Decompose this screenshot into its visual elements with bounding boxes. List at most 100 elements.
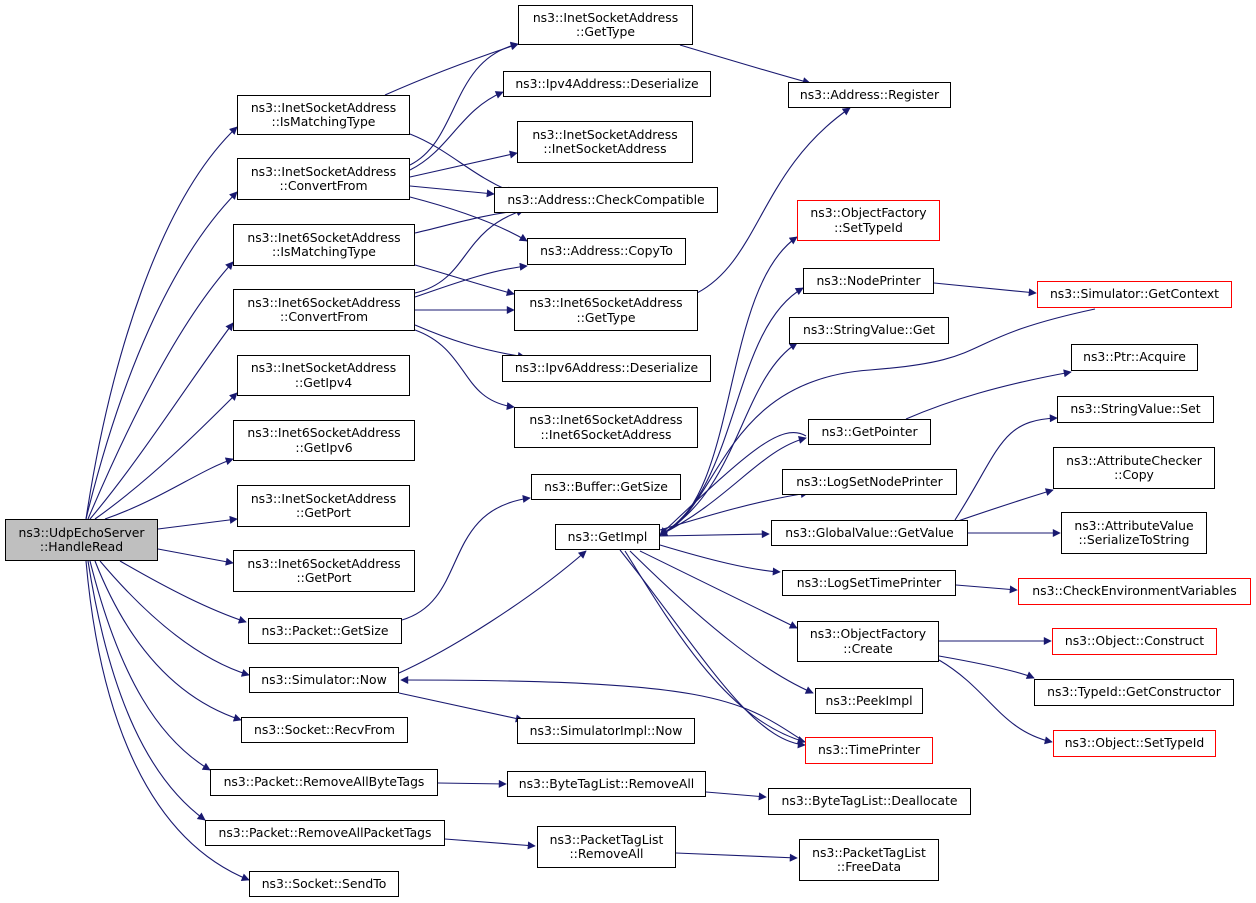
edge-simnow-simimplnow [398, 692, 524, 723]
edge-inet6-gettype-register [696, 107, 851, 294]
node-inetsocketaddress-gettype[interactable]: ns3::InetSocketAddress ::GetType [518, 5, 693, 45]
edge-getcontext-getimpl [659, 308, 1096, 536]
node-address-copyto[interactable]: ns3::Address::CopyTo [527, 238, 686, 265]
edge-inet6-convert-inet6ctor [414, 329, 515, 411]
node-checkenvironmentvariables[interactable]: ns3::CheckEnvironmentVariables [1018, 578, 1251, 605]
node-packettaglist-removeall[interactable]: ns3::PacketTagList ::RemoveAll [537, 826, 676, 868]
edge-getimpl-logsetnodeprinter [659, 490, 809, 531]
edge-handleread-inet-convertfrom [85, 191, 238, 520]
edge-inet6-convert-ipv6deser [414, 324, 526, 360]
edge-handleread-inet6-convertfrom [89, 322, 234, 520]
node-inetsocketaddress-getipv4[interactable]: ns3::InetSocketAddress ::GetIpv4 [237, 355, 410, 396]
node-timeprinter[interactable]: ns3::TimePrinter [805, 737, 933, 764]
node-logsettimeprinter[interactable]: ns3::LogSetTimePrinter [782, 570, 956, 596]
node-getimpl[interactable]: ns3::GetImpl [555, 524, 660, 550]
node-buffer-getsize[interactable]: ns3::Buffer::GetSize [531, 474, 681, 500]
node-object-settypeid[interactable]: ns3::Object::SetTypeId [1053, 730, 1216, 757]
edge-rmpackettags-pkttag-rmall [444, 838, 536, 850]
node-socket-recvfrom[interactable]: ns3::Socket::RecvFrom [241, 717, 408, 743]
node-stringvalue-get[interactable]: ns3::StringValue::Get [789, 317, 949, 344]
node-ipv6address-deserialize[interactable]: ns3::Ipv6Address::Deserialize [502, 355, 711, 382]
node-inetsocketaddress-getport[interactable]: ns3::InetSocketAddress ::GetPort [237, 485, 410, 527]
edge-inet-convert-checkcompat [409, 185, 495, 198]
node-peekimpl[interactable]: ns3::PeekImpl [815, 688, 923, 714]
node-inet6socketaddress-gettype[interactable]: ns3::Inet6SocketAddress ::GetType [514, 290, 698, 331]
edge-inet6-convert-checkcompat [414, 208, 525, 294]
edge-handleread-inet-getport [157, 515, 238, 530]
node-ipv4address-deserialize[interactable]: ns3::Ipv4Address::Deserialize [503, 71, 711, 97]
edge-packet-getsize-buffer-getsize [401, 494, 531, 621]
node-typeid-getconstructor[interactable]: ns3::TypeId::GetConstructor [1034, 679, 1234, 706]
node-inetsocketaddress-convertfrom[interactable]: ns3::InetSocketAddress ::ConvertFrom [237, 158, 410, 200]
node-socket-sendto[interactable]: ns3::Socket::SendTo [249, 871, 399, 897]
node-logsetnodeprinter[interactable]: ns3::LogSetNodePrinter [782, 469, 957, 495]
node-inetsocketaddress-ismatchingtype[interactable]: ns3::InetSocketAddress ::IsMatchingType [237, 95, 410, 135]
node-address-register[interactable]: ns3::Address::Register [788, 82, 951, 108]
edge-globalvalue-stringvalue-set [954, 414, 1058, 521]
node-address-checkcompatible[interactable]: ns3::Address::CheckCompatible [494, 187, 718, 213]
edge-getimpl-logsettimeprinter [659, 544, 781, 576]
edge-inet6-ismatching-checkcompat [414, 206, 525, 234]
node-attributechecker-copy[interactable]: ns3::AttributeChecker ::Copy [1053, 447, 1215, 489]
node-udpechoserver-handleread: ns3::UdpEchoServer ::HandleRead [5, 519, 158, 561]
edge-handleread-inet6-ismatchingtype [87, 261, 234, 520]
edge-nodeprinter-getcontext [933, 282, 1037, 297]
node-packet-removeallpackettags[interactable]: ns3::Packet::RemoveAllPacketTags [205, 820, 445, 846]
edge-getimpl-nodeprinter [659, 287, 804, 536]
edge-inet-convert-gettype [409, 41, 519, 166]
edge-handleread-socket-recvfrom [94, 560, 242, 722]
node-objectfactory-settypeid[interactable]: ns3::ObjectFactory ::SetTypeId [797, 200, 940, 241]
edge-handleread-simulator-now [99, 560, 250, 677]
edge-handleread-inet6-getipv6 [104, 457, 234, 520]
edge-bytetag-rmall-dealloc [705, 791, 767, 801]
node-inet6socketaddress-getipv6[interactable]: ns3::Inet6SocketAddress ::GetIpv6 [233, 420, 415, 461]
node-simulator-getcontext[interactable]: ns3::Simulator::GetContext [1037, 281, 1232, 308]
node-inetsocketaddress-inetsocketaddress[interactable]: ns3::InetSocketAddress ::InetSocketAddre… [517, 121, 693, 163]
node-packet-removeallbytetags[interactable]: ns3::Packet::RemoveAllByteTags [210, 769, 438, 796]
edge-timeprinter-simnow [400, 676, 806, 743]
node-bytetaglist-removeall[interactable]: ns3::ByteTagList::RemoveAll [507, 771, 706, 797]
node-ptr-acquire[interactable]: ns3::Ptr::Acquire [1071, 344, 1198, 371]
node-globalvalue-getvalue[interactable]: ns3::GlobalValue::GetValue [771, 520, 968, 546]
node-objectfactory-create[interactable]: ns3::ObjectFactory ::Create [797, 621, 939, 662]
node-packettaglist-freedata[interactable]: ns3::PacketTagList ::FreeData [799, 839, 939, 881]
node-object-construct[interactable]: ns3::Object::Construct [1052, 628, 1217, 655]
node-bytetaglist-deallocate[interactable]: ns3::ByteTagList::Deallocate [768, 788, 971, 815]
edge-timeprinter-getimpl [619, 549, 806, 749]
edge-rmbytetags-bytetag-rmall [437, 779, 507, 788]
edge-inet-ismatching-checkcompat [409, 133, 515, 194]
edge-handleread-inet-ismatchingtype [85, 126, 238, 520]
edge-getimpl-stringvalue-get [659, 342, 798, 536]
edge-getpointer-ptr-acquire [905, 369, 1072, 420]
node-stringvalue-set[interactable]: ns3::StringValue::Set [1057, 396, 1214, 423]
node-simulator-now[interactable]: ns3::Simulator::Now [249, 667, 399, 693]
node-attributevalue-serializetostring[interactable]: ns3::AttributeValue ::SerializeToString [1061, 512, 1207, 554]
node-inet6socketaddress-inet6socketaddress[interactable]: ns3::Inet6SocketAddress ::Inet6SocketAdd… [514, 407, 698, 448]
node-nodeprinter[interactable]: ns3::NodePrinter [803, 268, 934, 294]
edge-getimpl-getpointer [659, 435, 807, 536]
node-packet-getsize[interactable]: ns3::Packet::GetSize [248, 618, 402, 644]
edge-inet-convert-ipv4deser [409, 91, 504, 171]
edge-handleread-packet-rmbytetags [89, 560, 211, 771]
edge-inet-convert-inetctor [409, 150, 518, 178]
edge-handleread-packet-rmpackettags [87, 560, 206, 821]
node-inet6socketaddress-getport[interactable]: ns3::Inet6SocketAddress ::GetPort [233, 550, 415, 592]
node-inet6socketaddress-convertfrom[interactable]: ns3::Inet6SocketAddress ::ConvertFrom [233, 289, 415, 331]
edge-objfact-create-object-settypeid [938, 659, 1053, 745]
edge-getimpl-timeprinter [624, 550, 806, 744]
node-inet6socketaddress-ismatchingtype[interactable]: ns3::Inet6SocketAddress ::IsMatchingType [233, 224, 415, 266]
edge-handleread-socket-sendto [85, 560, 250, 882]
edge-getpointer-getimpl [659, 431, 807, 536]
edge-simnow-getimpl [398, 550, 587, 674]
edge-getimpl-peekimpl [629, 550, 814, 694]
edge-logsettimeprinter-checkenv [955, 584, 1018, 594]
node-simulatorimpl-now[interactable]: ns3::SimulatorImpl::Now [517, 718, 695, 744]
edge-handleread-packet-getsize [119, 560, 247, 624]
edge-getimpl-globalvalue [659, 530, 770, 539]
edge-inet6-ismatching-inet6gettype [414, 264, 515, 297]
edge-objfact-create-typeid-getctor [938, 655, 1035, 679]
edge-handleread-inet6-getport [157, 548, 234, 566]
edge-inet-gettype-register [679, 44, 811, 86]
node-getpointer[interactable]: ns3::GetPointer [808, 419, 931, 445]
